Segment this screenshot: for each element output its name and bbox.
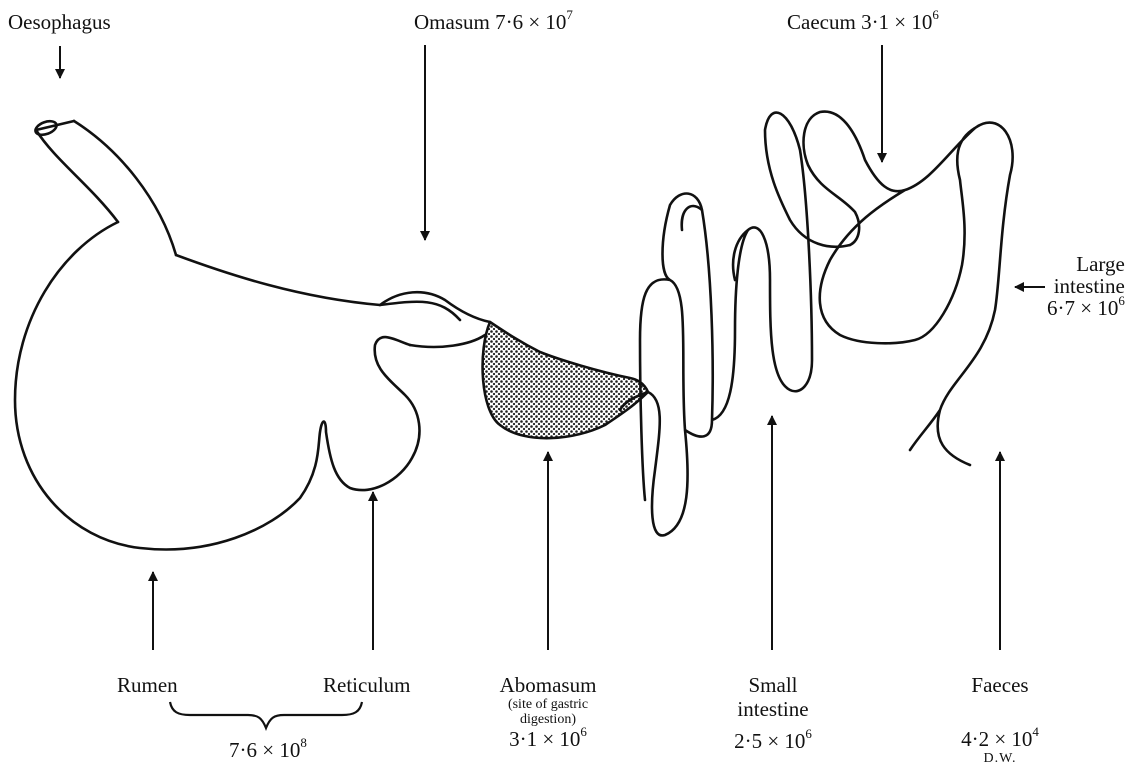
caecum-value: 3·1 × 10: [861, 10, 932, 34]
large-intestine-line1: Large: [1047, 252, 1125, 276]
rumen-reticulum-brace: [170, 702, 362, 728]
abomasum-label: Abomasum (site of gastric digestion) 3·1…: [500, 673, 597, 751]
rumen-reticulum-value: 7·6 × 108: [229, 738, 307, 762]
reticulum-shape: [410, 335, 485, 347]
omasum-value: 7·6 × 10: [495, 10, 566, 34]
large-intestine-line2: intestine: [1047, 274, 1125, 298]
oesophagus-label: Oesophagus: [8, 10, 111, 34]
caecum-exponent: 6: [932, 7, 939, 22]
abomasum-name: Abomasum: [500, 673, 597, 697]
omasum-label: Omasum 7·6 × 107: [414, 10, 573, 34]
faeces-exponent: 4: [1032, 724, 1039, 739]
abomasum-value: 3·1 × 10: [509, 727, 580, 751]
omasum-name: Omasum: [414, 10, 490, 34]
small-intestine-line1: Small: [734, 673, 812, 697]
abomasum-exponent: 6: [580, 724, 587, 739]
caecum-label: Caecum 3·1 × 106: [787, 10, 939, 34]
rumen-dorsal-outline: [176, 255, 460, 320]
reticulum-label: Reticulum: [323, 673, 411, 697]
abomasum-shape: [483, 322, 648, 438]
large-intestine-shape: [804, 112, 1013, 465]
omasum-exponent: 7: [566, 7, 573, 22]
faeces-label: Faeces 4·2 × 104 D.W.: [961, 673, 1039, 771]
rumen-reticulum-value-text: 7·6 × 10: [229, 738, 300, 762]
faeces-name: Faeces: [961, 673, 1039, 697]
rumen-label: Rumen: [117, 673, 178, 697]
oesophagus-shape: [34, 119, 176, 255]
small-intestine-exponent: 6: [805, 726, 812, 741]
small-intestine-line2: intestine: [734, 697, 812, 721]
large-intestine-value: 6·7 × 10: [1047, 296, 1118, 320]
rumen-reticulum-exponent: 8: [300, 735, 307, 750]
large-intestine-label: Large intestine 6·7 × 106: [1047, 252, 1125, 320]
large-intestine-exponent: 6: [1118, 293, 1125, 308]
abomasum-note-line1: (site of gastric: [500, 697, 597, 712]
caecum-name: Caecum: [787, 10, 856, 34]
omasum-shape: [380, 292, 490, 322]
small-intestine-value: 2·5 × 10: [734, 729, 805, 753]
small-intestine-label: Small intestine 2·5 × 106: [734, 673, 812, 753]
rumen-shape: [15, 222, 419, 549]
